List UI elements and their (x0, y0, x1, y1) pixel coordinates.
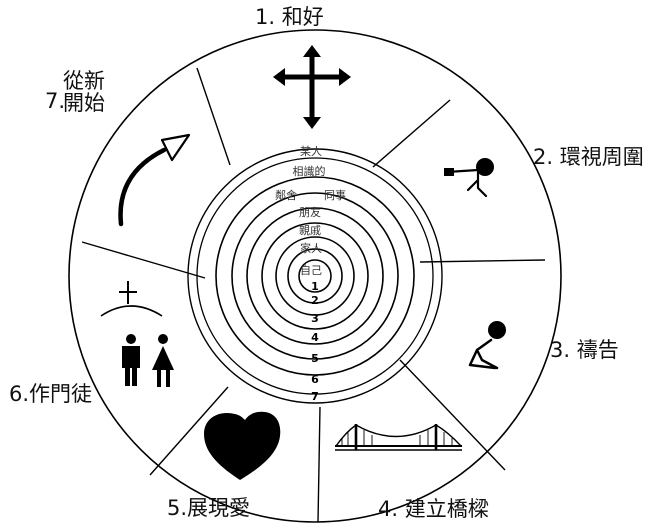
ring-label-relative: 親戚 (299, 224, 321, 237)
ring-labels: 某人 相識的 鄰舍 同事 朋友 親戚 家人 自己 (275, 145, 346, 277)
step-2-text: 環視周圍 (559, 145, 644, 169)
step-6-text: 作門徒 (29, 382, 93, 406)
ring-2 (231, 192, 399, 360)
step-7-text-line1: 從新 (63, 69, 105, 93)
spokes (81, 67, 546, 523)
ring-number-4: 4 (311, 331, 319, 344)
step-7-text-line2: 開始 (63, 91, 105, 116)
outer-circle (68, 29, 562, 523)
ring-1 (215, 176, 415, 376)
spoke-2 (372, 99, 451, 168)
ring-label-neighbor: 鄰舍 (275, 188, 297, 202)
ring-boundary (187, 148, 443, 404)
concentric-rings (187, 148, 443, 404)
ring-label-friend: 朋友 (299, 205, 321, 219)
ring-label-someone: 某人 (300, 145, 322, 158)
spoke-1 (196, 67, 231, 166)
step-5-text: 展現愛 (187, 496, 251, 520)
cross-arrows-icon (273, 45, 351, 129)
step-3-number: 3. (550, 338, 571, 362)
step-4-text: 建立橋樑 (404, 497, 489, 521)
spoke-4 (399, 359, 506, 471)
ring-0 (196, 157, 434, 395)
step-2-number: 2. (533, 145, 554, 169)
ring-3 (246, 207, 384, 345)
ring-5 (275, 236, 355, 316)
ring-7 (298, 259, 332, 293)
ring-6 (287, 248, 343, 304)
step-5-number: 5. (167, 496, 188, 520)
step-7-number: 7. (45, 89, 66, 113)
step-7-label: 7. 從新 開始 (45, 70, 105, 114)
step-1-number: 1. (255, 5, 276, 29)
ring-number-3: 3 (311, 312, 319, 325)
step-1-text: 和好 (281, 5, 324, 29)
curved-arrow-icon (118, 133, 191, 227)
spoke-7 (81, 241, 206, 279)
ring-label-family: 家人 (300, 241, 322, 255)
spoke-5 (317, 406, 321, 523)
step-5-label: 5.展現愛 (167, 497, 250, 519)
kneeling-person-icon (468, 321, 506, 370)
step-3-text: 禱告 (576, 338, 619, 362)
church-people-icon (100, 281, 174, 387)
ring-number-7: 7 (311, 390, 319, 403)
ring-label-acquaintance: 相識的 (293, 164, 326, 178)
ring-label-coworker: 同事 (324, 189, 346, 202)
ring-number-1: 1 (311, 280, 319, 293)
step-3-label: 3. 禱告 (550, 339, 619, 361)
person-looking-icon (444, 158, 494, 198)
step-6-number: 6. (9, 382, 30, 406)
ring-number-2: 2 (311, 294, 319, 307)
ring-number-5: 5 (311, 352, 319, 365)
step-4-number: 4. (378, 497, 399, 521)
ring-label-self: 自己 (300, 264, 322, 277)
ring-number-6: 6 (311, 373, 319, 386)
spoke-3 (419, 259, 546, 263)
ring-4 (261, 222, 369, 330)
step-1-label: 1. 和好 (255, 6, 324, 28)
spoke-6 (149, 386, 229, 476)
step-6-label: 6.作門徒 (9, 383, 92, 405)
bridge-icon (335, 424, 462, 451)
step-4-label: 4. 建立橋樑 (378, 498, 489, 520)
ring-numbers: 1 2 3 4 5 6 7 (311, 280, 319, 403)
heart-icon (204, 411, 281, 480)
step-2-label: 2. 環視周圍 (533, 146, 644, 168)
